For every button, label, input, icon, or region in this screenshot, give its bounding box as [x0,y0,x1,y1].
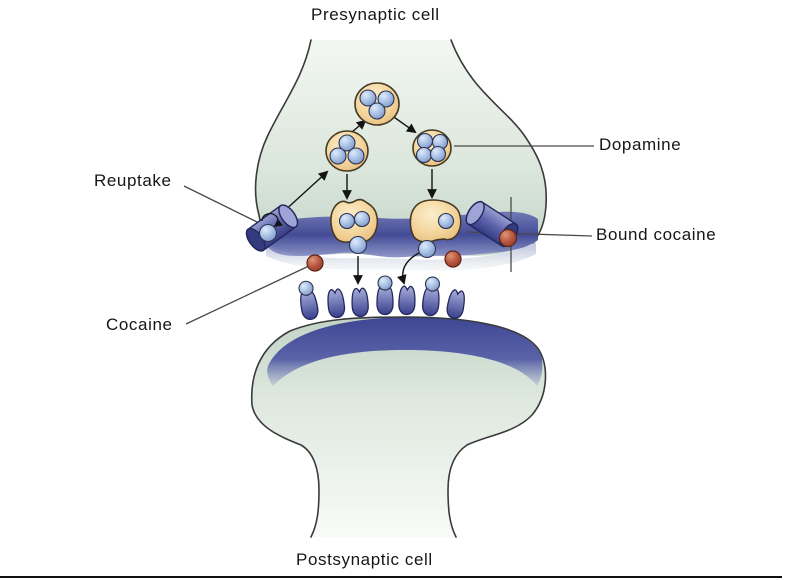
reuptake-rotation-arrow [261,212,283,227]
arrow-vesicle-down-right [390,114,417,134]
presynaptic-outline-right [450,39,548,244]
receptor-2 [325,287,347,319]
dopamine-on-receptor [298,280,314,296]
released-dopamine-molecule [417,239,437,259]
released-dopamine-molecule [348,235,368,255]
receptor-7 [444,288,467,321]
reuptake-pointer-line [183,185,258,223]
dopamine-molecule [415,146,433,164]
presynaptic-cell-label: Presynaptic cell [311,5,440,24]
dopamine-molecule [429,145,447,163]
receptor-4-occupied [376,275,394,316]
arrows [281,114,437,285]
synaptic-cleft-fade [266,242,536,271]
postsynaptic-outline [250,316,547,538]
postsynaptic-membrane [267,316,543,386]
vesicle-right [412,129,452,167]
cocaine-label: Cocaine [106,315,173,334]
vesicle-top [354,82,400,126]
reuptake-transporter [245,204,299,252]
dopamine-on-receptor [377,275,393,291]
cocaine-molecule [444,250,462,268]
dopamine-molecule [377,90,395,108]
receptor-1-occupied [298,280,321,322]
dopamine-molecule [359,89,377,107]
dopamine-molecule [368,102,386,120]
blocked-transporter [465,200,519,248]
dopamine-on-receptor [424,276,441,292]
dopamine-molecule [416,132,434,150]
fused-vesicle-left [330,198,379,255]
receptor-5 [397,285,417,316]
fused-vesicle-right [409,199,462,259]
bottom-border-line [0,576,782,578]
dopamine-in-transporter [258,223,278,243]
dopamine-molecule [347,147,365,165]
bound-cocaine-molecule [498,228,518,248]
dopamine-label: Dopamine [599,135,682,154]
postsynaptic-cell-shape [250,316,547,538]
arrow-vesicle-up [351,119,367,133]
cocaine-pointer-line [185,264,312,325]
receptor-6-occupied [421,276,441,317]
arrow-recycle-to-vesicle [281,170,329,214]
cocaine-molecule [306,254,324,272]
receptor-row [298,275,467,322]
receptor-3 [350,287,370,318]
dopamine-molecule [353,210,371,228]
dopamine-molecule [437,212,455,230]
postsynaptic-cell-label: Postsynaptic cell [296,550,433,569]
reuptake-label: Reuptake [94,171,172,190]
vesicle-left [325,130,369,172]
dopamine-molecule [329,147,347,165]
dopamine-molecule [338,134,356,152]
bound-cocaine-label: Bound cocaine [596,225,717,244]
arrow-release-right-curved [397,252,420,285]
dopamine-molecule [338,212,356,230]
